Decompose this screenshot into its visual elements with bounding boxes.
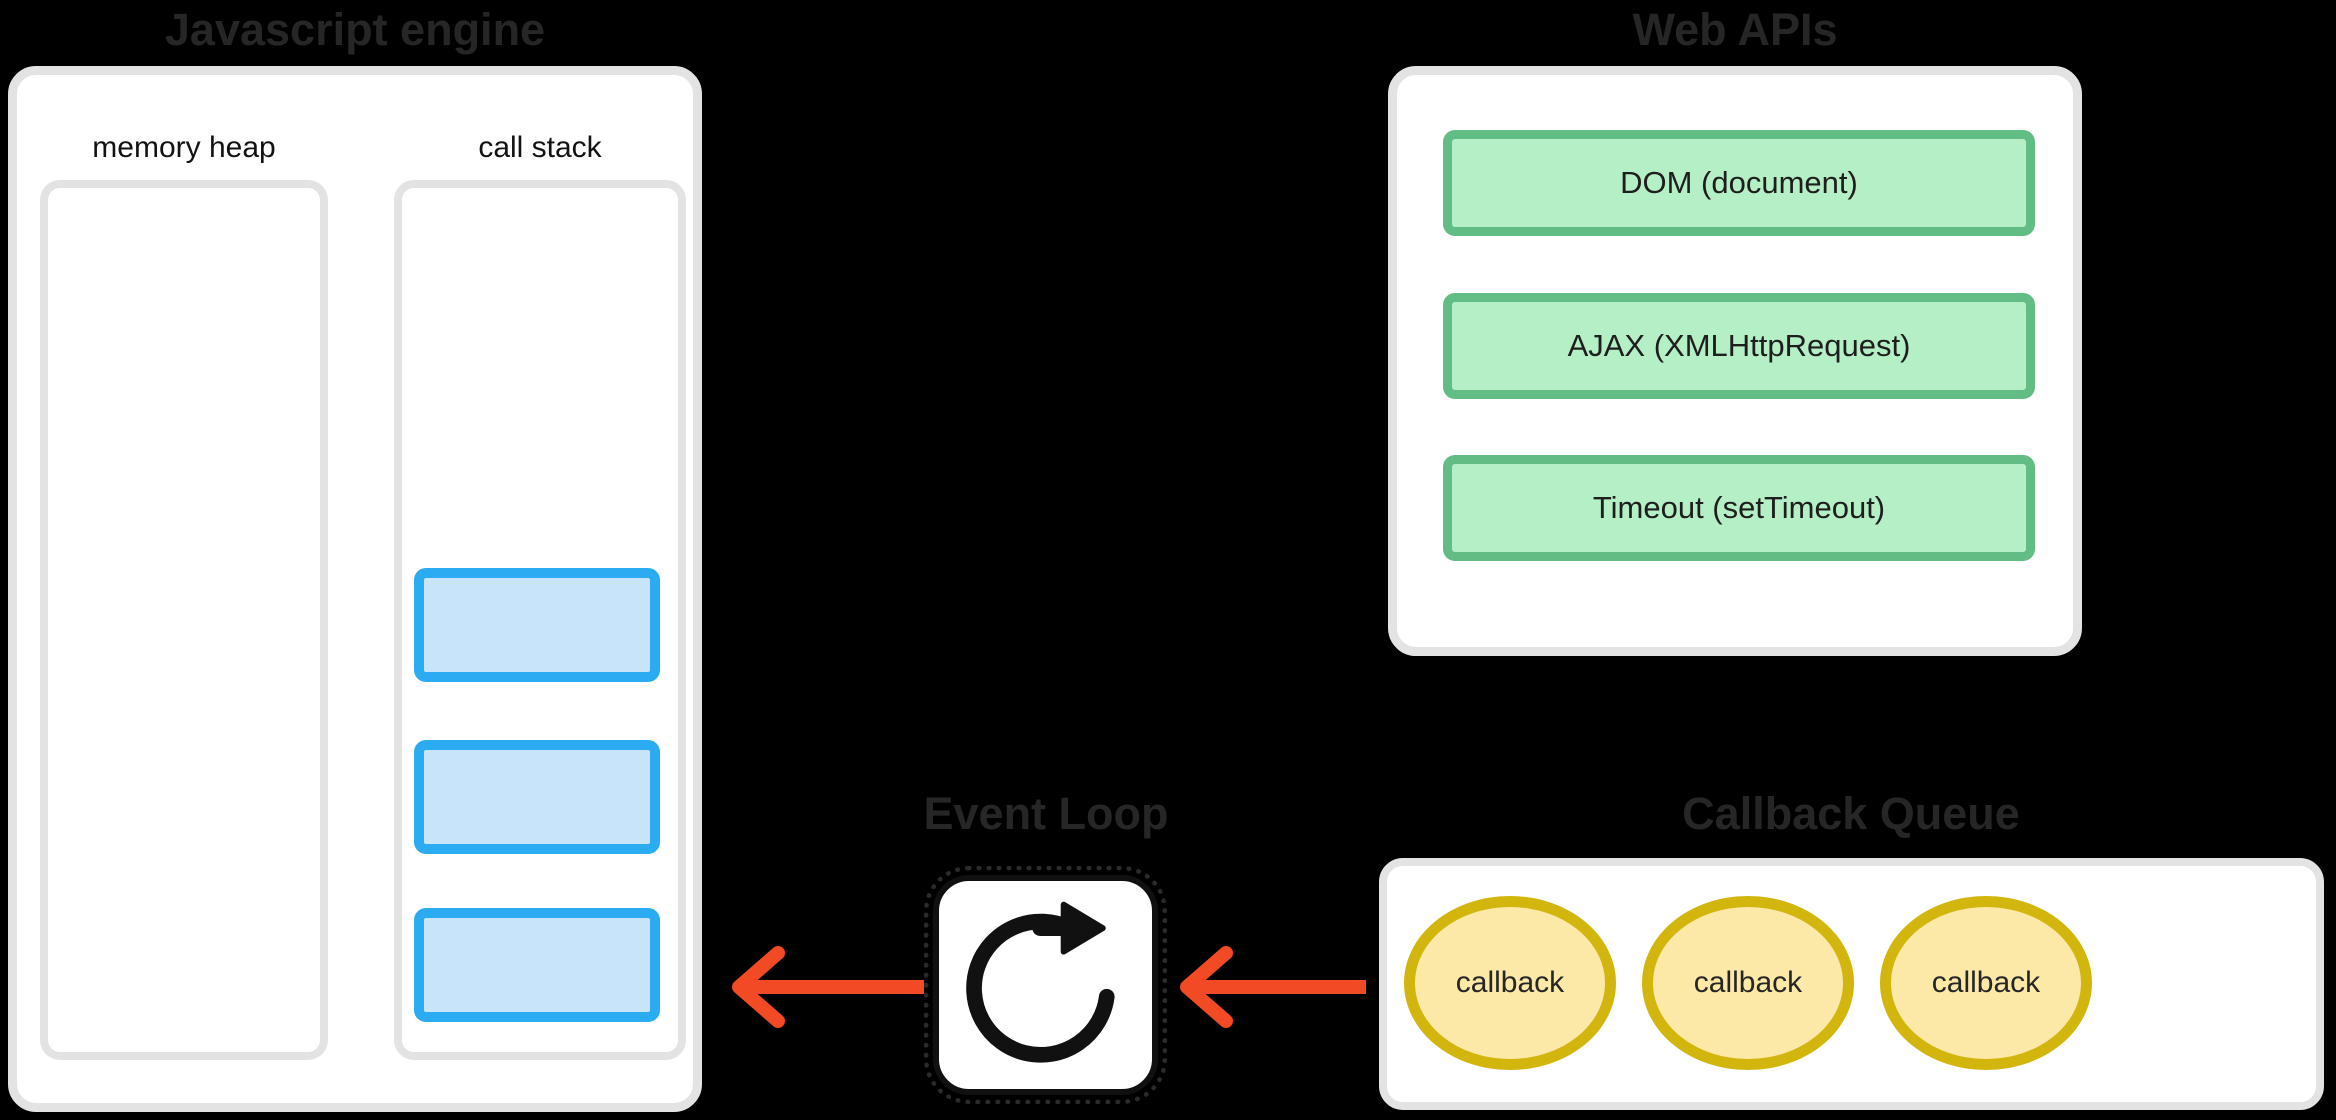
- memory-heap-label: memory heap: [92, 131, 276, 164]
- callback-label: callback: [1455, 966, 1565, 999]
- callback-label: callback: [1931, 966, 2041, 999]
- web-apis-title: Web APIs: [1632, 4, 1838, 55]
- callback-item: callback: [1404, 896, 1616, 1070]
- callback-item: callback: [1642, 896, 1854, 1070]
- web-api-item-label: Timeout (setTimeout): [1592, 490, 1886, 525]
- arrow-callback-queue-to-event-loop: [1180, 946, 1366, 1028]
- web-api-item-timeout: Timeout (setTimeout): [1443, 455, 2035, 561]
- stack-frame: [414, 740, 660, 854]
- memory-heap-box: [40, 180, 328, 1060]
- js-engine-title: Javascript engine: [164, 4, 546, 55]
- arrow-event-loop-to-call-stack: [732, 946, 924, 1028]
- stack-frame: [414, 908, 660, 1022]
- web-api-item-label: AJAX (XMLHttpRequest): [1567, 328, 1911, 363]
- callback-queue-title: Callback Queue: [1682, 788, 2020, 839]
- stack-frame: [414, 568, 660, 682]
- callback-item: callback: [1880, 896, 2092, 1070]
- callback-label: callback: [1693, 966, 1803, 999]
- web-api-item-label: DOM (document): [1620, 165, 1858, 200]
- web-api-item-dom: DOM (document): [1443, 130, 2035, 236]
- event-loop-box: [924, 866, 1167, 1104]
- call-stack-label: call stack: [478, 131, 602, 164]
- event-loop-title: Event Loop: [923, 788, 1169, 839]
- web-api-item-ajax: AJAX (XMLHttpRequest): [1443, 293, 2035, 399]
- refresh-clockwise-icon: [948, 885, 1144, 1086]
